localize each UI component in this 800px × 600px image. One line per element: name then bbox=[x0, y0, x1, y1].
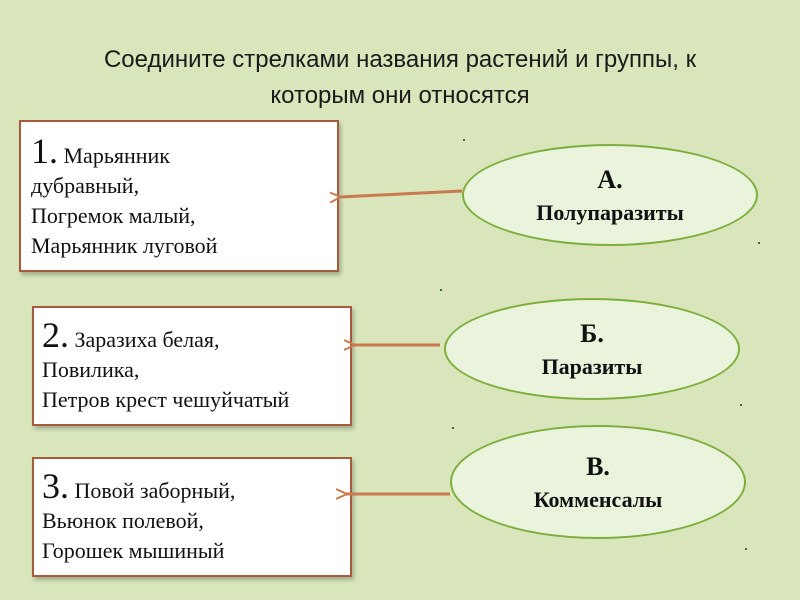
plant-1-name-2: дубравный, bbox=[31, 173, 140, 198]
decorative-dot bbox=[440, 289, 442, 291]
plant-number-2: 2. bbox=[42, 315, 69, 355]
decorative-dot bbox=[758, 242, 760, 244]
plant-2-name-1: Заразиха белая, bbox=[74, 327, 220, 352]
plant-1-name-1: Марьянник bbox=[63, 143, 171, 168]
plant-number-3: 3. bbox=[42, 466, 69, 506]
plant-3-name-3: Горошек мышиный bbox=[42, 538, 225, 563]
group-letter-c: В. bbox=[586, 452, 610, 481]
group-letter-b: Б. bbox=[580, 319, 604, 348]
title-line-2: которым они относятся bbox=[270, 82, 530, 109]
plant-2-name-3: Петров крест чешуйчатый bbox=[42, 387, 290, 412]
plant-2-name-2: Повилика, bbox=[42, 357, 140, 382]
plant-3-name-1: Повой заборный, bbox=[74, 478, 236, 503]
title-line-1: Соедините стрелками названия растений и … bbox=[103, 46, 697, 73]
plant-1-name-4: Марьянник луговой bbox=[31, 233, 218, 258]
plant-box-1[interactable]: 1. Марьянник дубравный, Погремок малый, … bbox=[19, 120, 339, 272]
group-ellipse-c[interactable]: В. Комменсалы bbox=[450, 425, 746, 539]
plant-box-3-line-1: 3. Повой заборный, bbox=[42, 468, 340, 506]
decorative-dot bbox=[740, 404, 742, 406]
arrow-a-to-1 bbox=[340, 189, 463, 197]
group-name-b: Паразиты bbox=[541, 354, 643, 379]
decorative-dot bbox=[745, 548, 747, 550]
decorative-dot bbox=[452, 427, 454, 429]
group-name-c: Комменсалы bbox=[533, 487, 663, 512]
group-letter-a: А. bbox=[597, 165, 623, 194]
plant-1-name-3: Погремок малый, bbox=[31, 203, 196, 228]
plant-number-1: 1. bbox=[31, 131, 58, 171]
plant-3-name-2: Вьюнок полевой, bbox=[42, 508, 204, 533]
plant-box-3[interactable]: 3. Повой заборный, Вьюнок полевой, Горош… bbox=[32, 457, 352, 577]
plant-box-2[interactable]: 2. Заразиха белая, Повилика, Петров крес… bbox=[32, 306, 352, 426]
group-ellipse-b[interactable]: Б. Паразиты bbox=[444, 298, 740, 400]
plant-box-2-line-1: 2. Заразиха белая, bbox=[42, 317, 340, 355]
group-ellipse-a[interactable]: А. Полупаразиты bbox=[462, 144, 758, 246]
group-name-a: Полупаразиты bbox=[536, 200, 684, 225]
decorative-dot bbox=[463, 139, 465, 141]
page-title: Соедините стрелками названия растений и … bbox=[40, 42, 760, 114]
plant-box-1-line-1: 1. Марьянник bbox=[31, 133, 327, 171]
